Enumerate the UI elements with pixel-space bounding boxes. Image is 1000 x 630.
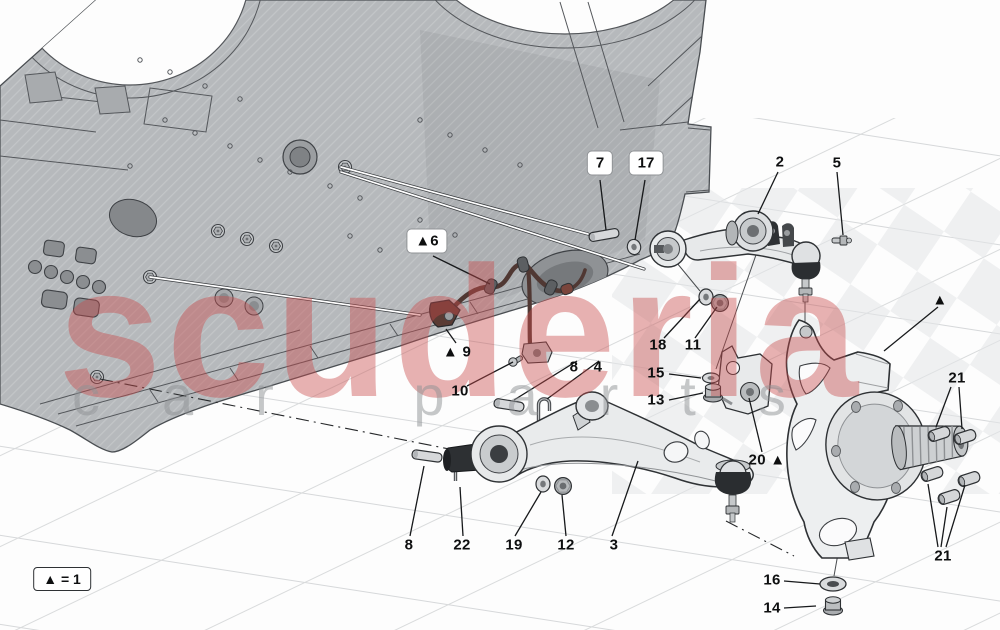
- callout-11: 11: [684, 336, 702, 354]
- callout-9-triangle: ▲ 9: [442, 343, 472, 361]
- callout-15: 15: [647, 364, 665, 382]
- callout-8-bottom: 8: [404, 536, 414, 554]
- callout-13: 13: [647, 391, 665, 409]
- lower-wishbone: [443, 391, 754, 523]
- washer-18: [698, 288, 714, 306]
- flange-nut-14: [822, 596, 844, 616]
- nut-11: [712, 295, 729, 312]
- callout-5: 5: [832, 154, 842, 172]
- callout-19: 19: [505, 536, 523, 554]
- leader-lines: [409, 171, 966, 609]
- knuckle-hub: [785, 319, 969, 561]
- washer-16: [819, 576, 847, 592]
- callout-8-top: 8: [569, 358, 579, 376]
- callout-21-bottom: 21: [934, 547, 952, 565]
- washer-19: [535, 475, 551, 493]
- callout-2: 2: [775, 153, 785, 171]
- abs-sensor-cable: [429, 256, 587, 367]
- callout-6-box: ▲6: [406, 228, 448, 254]
- flange-nut-13: [702, 383, 724, 403]
- callout-7-box: 7: [586, 150, 614, 176]
- callout-18: 18: [649, 336, 667, 354]
- bolt-5: [831, 235, 852, 246]
- callout-10: 10: [451, 382, 469, 400]
- callout-21-top: 21: [948, 369, 966, 387]
- callout-3: 3: [609, 536, 619, 554]
- callout-17-box: 17: [628, 150, 664, 176]
- callout-12: 12: [557, 536, 575, 554]
- nut-12: [555, 478, 572, 495]
- callout-14: 14: [763, 599, 781, 617]
- legend-text: ▲ = 1: [43, 571, 81, 587]
- callout-16: 16: [763, 571, 781, 589]
- callout-triangle: ▲: [932, 291, 948, 309]
- bolt-10: [508, 355, 524, 367]
- axis-lines: [99, 165, 840, 577]
- upper-wishbone: [649, 210, 852, 312]
- legend-box: ▲ = 1: [33, 567, 91, 591]
- hub-threaded-stub: [891, 425, 969, 471]
- callout-4: 4: [593, 358, 603, 376]
- callout-20-triangle: 20 ▲: [748, 451, 786, 469]
- callout-22: 22: [453, 536, 471, 554]
- washer-15: [701, 372, 721, 384]
